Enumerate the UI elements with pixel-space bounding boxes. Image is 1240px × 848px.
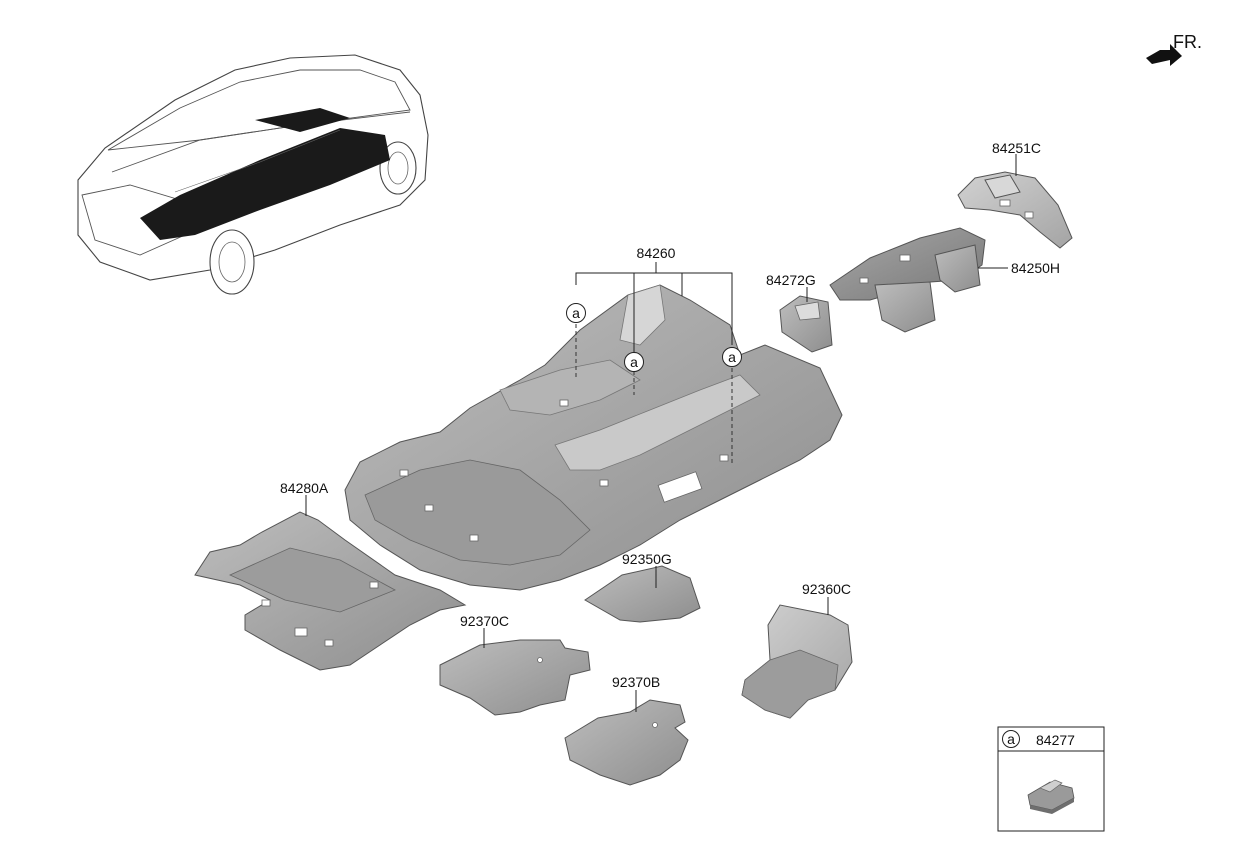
clip-fastener-icon — [1027, 779, 1075, 814]
callout-a-right: a — [722, 347, 742, 367]
svg-text:a: a — [630, 354, 638, 370]
leader-lines — [305, 154, 1017, 712]
label-92350G: 92350G — [622, 551, 672, 567]
part-92370B-shape — [564, 699, 689, 786]
svg-text:a: a — [728, 349, 736, 365]
legend-part-number: 84277 — [1036, 732, 1075, 748]
part-92370C-shape — [439, 639, 591, 716]
front-direction-arrow-icon — [1146, 44, 1182, 66]
callout-a-left: a — [566, 303, 586, 323]
front-direction-label: FR. — [1173, 32, 1202, 52]
label-92370C: 92370C — [460, 613, 509, 629]
part-84250H-shape — [829, 227, 986, 333]
label-92370B: 92370B — [612, 674, 660, 690]
vehicle-overview-illustration — [77, 54, 429, 295]
label-84250H: 84250H — [1011, 260, 1060, 276]
callout-a-center: a — [624, 352, 644, 372]
part-92360C-shape — [741, 604, 853, 719]
carpet-highlight-shape — [140, 128, 390, 240]
label-84272G: 84272G — [766, 272, 816, 288]
front-direction-indicator: FR. — [1146, 32, 1202, 66]
part-92350G-shape — [584, 565, 701, 623]
part-84280A-shape — [194, 511, 467, 671]
label-84251C: 84251C — [992, 140, 1041, 156]
label-84260: 84260 — [637, 245, 676, 261]
legend-box: a 84277 — [997, 726, 1105, 832]
svg-text:a: a — [572, 305, 580, 321]
label-92360C: 92360C — [802, 581, 851, 597]
part-84251C-shape — [957, 171, 1073, 249]
part-84272G-shape — [779, 295, 833, 353]
part-84260-shape — [344, 284, 843, 591]
label-84280A: 84280A — [280, 480, 329, 496]
legend-symbol: a — [1007, 731, 1015, 747]
